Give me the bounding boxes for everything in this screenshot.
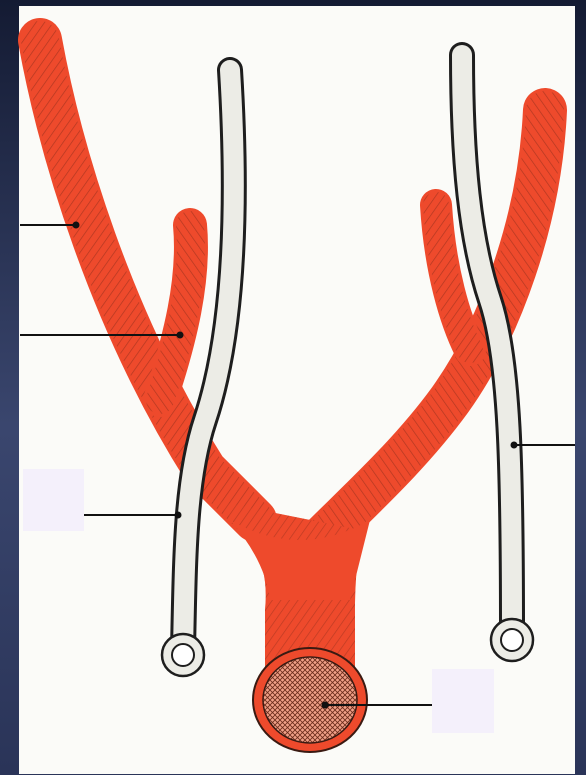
leader-dot-4: [511, 442, 518, 449]
leader-dot-1: [73, 222, 80, 229]
blank-label-box-right: [432, 669, 494, 733]
leader-dot-5: [322, 702, 329, 709]
leader-dot-3: [175, 512, 182, 519]
blank-label-box-left: [23, 469, 84, 531]
leader-dot-2: [177, 332, 184, 339]
